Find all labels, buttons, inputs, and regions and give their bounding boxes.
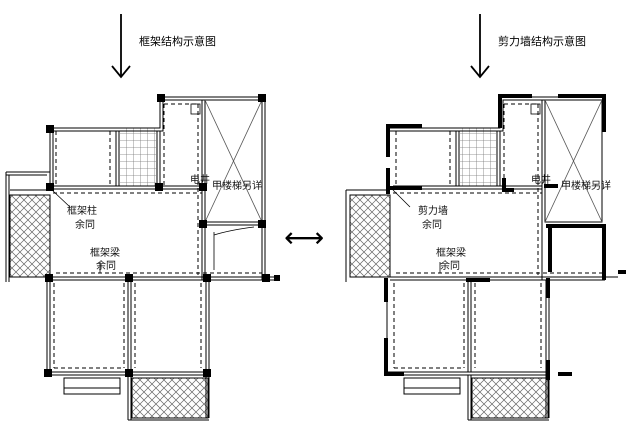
left-leaders xyxy=(52,190,101,273)
left-beam-label: 框架梁 xyxy=(90,248,120,259)
right-wall-note: 余同 xyxy=(422,220,442,231)
left-plan xyxy=(5,14,280,421)
left-bottom-balcony-hatch xyxy=(131,377,209,419)
right-shaft-box xyxy=(530,103,541,115)
left-column-note: 余同 xyxy=(75,220,95,231)
compare-arrow: ⟷ xyxy=(284,221,325,254)
right-wall-label: 剪力墙 xyxy=(418,206,448,217)
right-beams xyxy=(393,103,602,369)
right-stair-cross xyxy=(544,99,603,223)
left-columns xyxy=(44,94,280,377)
right-balcony-hatch xyxy=(349,194,391,278)
left-walls xyxy=(5,96,278,421)
right-plan-title: 剪力墙结构示意图 xyxy=(498,35,586,48)
left-stair-cross xyxy=(204,99,263,223)
right-shear-walls xyxy=(384,94,626,380)
left-column-label: 框架柱 xyxy=(67,206,97,217)
right-bottom-balcony-hatch xyxy=(471,377,549,419)
right-bathroom-tiles xyxy=(460,128,496,186)
right-stair-label: 甲楼梯另详 xyxy=(561,181,611,192)
right-beam-label: 框架梁 xyxy=(436,248,466,259)
left-shaft-label: 电井 xyxy=(190,175,210,186)
left-down-arrow xyxy=(111,14,131,79)
left-balcony-hatch xyxy=(9,194,51,278)
right-leaders xyxy=(392,189,441,273)
right-down-arrow xyxy=(470,14,490,79)
left-beams xyxy=(53,103,262,369)
left-door-arc xyxy=(213,226,255,236)
left-beam-note: 余同 xyxy=(96,261,116,272)
left-stair-label: 甲楼梯另详 xyxy=(212,181,262,192)
left-bathroom-tiles xyxy=(120,128,156,186)
left-shaft-box xyxy=(190,103,201,115)
right-shaft-label: 电井 xyxy=(531,175,551,186)
right-beam-note: 余同 xyxy=(440,261,460,272)
right-plan xyxy=(345,14,626,421)
left-plan-title: 框架结构示意图 xyxy=(139,35,216,48)
